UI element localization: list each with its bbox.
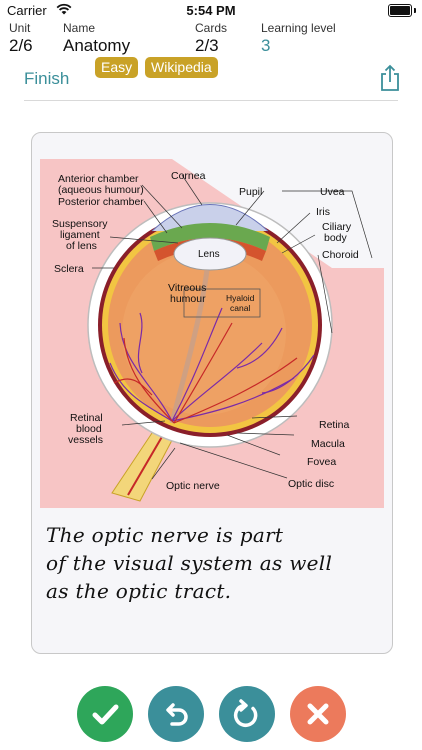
repeat-button[interactable] xyxy=(219,686,275,742)
label-optic-nerve: Optic nerve xyxy=(166,480,220,492)
unit-value: 2/6 xyxy=(9,36,33,55)
note-line-3: as the optic tract. xyxy=(46,579,232,603)
label-ciliary-1: Ciliary xyxy=(322,221,352,233)
close-icon xyxy=(307,703,329,725)
learning-level-label: Learning level xyxy=(261,21,336,35)
correct-button[interactable] xyxy=(77,686,133,742)
label-retinal-3: vessels xyxy=(68,434,103,446)
label-suspensory-2: ligament xyxy=(60,229,100,241)
note-line-2: of the visual system as well xyxy=(46,551,333,575)
label-suspensory-3: of lens xyxy=(66,240,97,252)
difficulty-badge[interactable]: Easy xyxy=(95,57,139,78)
undo-icon xyxy=(166,703,188,726)
label-cornea: Cornea xyxy=(171,170,206,182)
learning-level-value: 3 xyxy=(261,36,271,55)
share-icon xyxy=(381,64,399,91)
label-hyaloid-2: canal xyxy=(230,303,250,313)
label-retinal-2: blood xyxy=(76,423,102,435)
label-retinal-1: Retinal xyxy=(70,412,103,424)
repeat-icon xyxy=(233,699,258,728)
eye-anatomy-diagram: Anterior chamber (aqueous humour) Cornea… xyxy=(40,159,384,508)
note-line-1: The optic nerve is part xyxy=(46,523,284,547)
wifi-icon xyxy=(56,3,72,18)
finish-button[interactable]: Finish xyxy=(24,69,70,88)
label-posterior-chamber: Posterior chamber xyxy=(58,196,144,208)
label-ciliary-2: body xyxy=(324,232,348,244)
flash-card: Anterior chamber (aqueous humour) Cornea… xyxy=(31,132,393,654)
source-badge[interactable]: Wikipedia xyxy=(145,57,218,78)
toolbar-divider xyxy=(24,100,398,101)
share-button[interactable] xyxy=(378,64,402,92)
card-note: The optic nerve is part of the visual sy… xyxy=(46,521,386,605)
name-label: Name xyxy=(63,21,96,35)
label-macula: Macula xyxy=(311,438,345,450)
label-fovea: Fovea xyxy=(307,456,336,468)
status-bar: Carrier 5:54 PM xyxy=(0,0,422,20)
label-retina: Retina xyxy=(319,419,350,431)
label-optic-disc: Optic disc xyxy=(288,478,334,490)
label-anterior-chamber: Anterior chamber xyxy=(58,173,139,185)
label-vitreous-1: Vitreous xyxy=(168,282,206,294)
label-suspensory-1: Suspensory xyxy=(52,218,108,230)
undo-button[interactable] xyxy=(148,686,204,742)
cards-label: Cards xyxy=(195,21,228,35)
wrong-button[interactable] xyxy=(290,686,346,742)
label-choroid: Choroid xyxy=(322,249,359,261)
label-sclera: Sclera xyxy=(54,263,84,275)
label-hyaloid-1: Hyaloid xyxy=(226,293,255,303)
unit-label: Unit xyxy=(9,21,31,35)
label-lens: Lens xyxy=(198,249,220,260)
label-aqueous-humour: (aqueous humour) xyxy=(58,184,144,196)
carrier-label: Carrier xyxy=(7,3,47,18)
checkmark-icon xyxy=(92,704,119,725)
label-vitreous-2: humour xyxy=(170,293,206,305)
cards-value: 2/3 xyxy=(195,36,219,55)
battery-icon xyxy=(388,4,412,17)
label-uvea: Uvea xyxy=(320,186,345,198)
battery-tip xyxy=(414,8,416,13)
name-value: Anatomy xyxy=(63,36,131,55)
label-iris: Iris xyxy=(316,206,330,218)
label-pupil: Pupil xyxy=(239,186,262,198)
lens-shape xyxy=(173,237,247,271)
cornea-shape xyxy=(151,204,269,232)
status-time: 5:54 PM xyxy=(186,3,236,18)
